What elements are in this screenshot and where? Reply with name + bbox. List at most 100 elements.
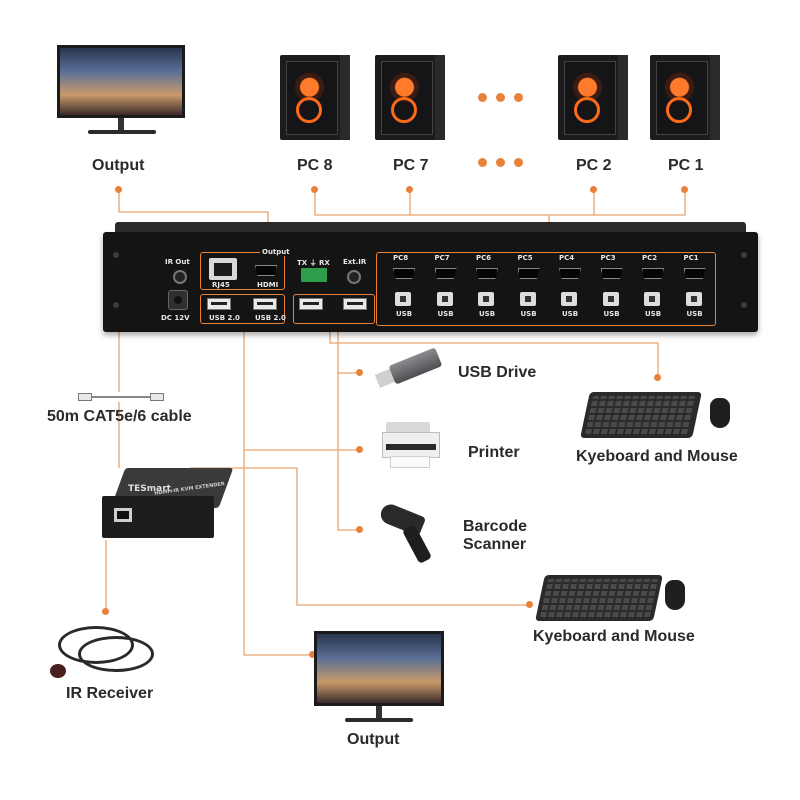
usb20-label-1: USB 2.0 [209, 314, 240, 322]
pc-usb-b-port [519, 292, 536, 306]
pc-hdmi-port [683, 268, 706, 279]
ext-ir-jack [347, 270, 361, 284]
ir-receiver-cable [48, 620, 158, 680]
wire-dot [115, 186, 122, 193]
pc-usb-label: USB [645, 310, 662, 318]
pc-port-label: PC8 [393, 254, 409, 262]
pc-usb-b-port [644, 292, 660, 306]
ext-ir-label: Ext.IR [343, 258, 367, 266]
keyboard-mouse-label-2: Kyeboard and Mouse [533, 628, 695, 645]
ellipsis-dot [478, 93, 487, 102]
txrx-label: TX ⏚ RX [297, 259, 330, 267]
dc-label: DC 12V [161, 314, 190, 322]
pc-hdmi-port [393, 268, 415, 279]
hdmi-output-port [255, 265, 277, 276]
wire-dot [311, 186, 318, 193]
kvm-switch-rear-panel: IR Out DC 12V Output RJ45 HDMI USB 2.0 U… [103, 232, 758, 332]
output-port-label: Output [260, 248, 292, 256]
pc-1-tower [650, 55, 720, 140]
pc-port-label: PC2 [642, 254, 658, 262]
pc-usb-label: USB [603, 310, 620, 318]
screw [741, 252, 747, 258]
pc1-label: PC 1 [668, 157, 704, 174]
hdmi-label: HDMI [257, 281, 279, 289]
pc-2-tower [558, 55, 628, 140]
pc2-label: PC 2 [576, 157, 612, 174]
usb-hid-port-2 [343, 298, 367, 310]
wire-pc-bus [314, 190, 686, 216]
printer-label: Printer [468, 444, 520, 461]
ir-out-label: IR Out [165, 258, 190, 266]
printer-icon [382, 422, 440, 470]
ellipsis-dot [496, 93, 505, 102]
pc-usb-b-port [478, 292, 494, 306]
barcode-scanner-icon [377, 501, 440, 565]
usb20-port-group [200, 294, 285, 324]
pc-hdmi-port [434, 268, 457, 279]
rs232-terminal [301, 268, 327, 282]
pc-7-tower [375, 55, 445, 140]
pc-port-label: PC6 [476, 254, 492, 262]
mouse-icon-1 [710, 398, 730, 428]
ellipsis-dot [514, 158, 523, 167]
wire-dot [590, 186, 597, 193]
ellipsis-dot [478, 158, 487, 167]
usb20-label-2: USB 2.0 [255, 314, 286, 322]
pc-port-label: PC3 [600, 254, 616, 262]
pc-port-group [376, 252, 716, 326]
rj45-label: RJ45 [212, 281, 230, 289]
screw [113, 302, 119, 308]
pc-usb-b-port [395, 292, 411, 306]
wire-dot [681, 186, 688, 193]
pc-usb-label: USB [562, 310, 579, 318]
pc-port-label: PC4 [559, 254, 575, 262]
pc-usb-b-port [561, 292, 577, 306]
kvm-extender-receiver: TESmart HDMI+IR KVM EXTENDER [98, 468, 234, 548]
pc-usb-b-port [602, 292, 619, 306]
pc-port-label: PC5 [517, 254, 533, 262]
ir-receiver-label: IR Receiver [66, 685, 154, 702]
pc-port-label: PC7 [434, 254, 450, 262]
pc8-label: PC 8 [297, 157, 333, 174]
ellipsis-dot [514, 93, 523, 102]
wire-dot [356, 446, 363, 453]
wire-dot [356, 526, 363, 533]
screw [113, 252, 119, 258]
extender-brand: TESmart [128, 484, 171, 494]
wire-dot [526, 601, 533, 608]
wire-dot [356, 369, 363, 376]
pc-hdmi-port [517, 268, 540, 279]
wire-dot [309, 651, 316, 658]
pc-hdmi-port [559, 268, 581, 279]
pc-usb-label: USB [686, 310, 703, 318]
cable-label: 50m CAT5e/6 cable [47, 408, 192, 425]
pc-hdmi-port [642, 268, 664, 279]
pc-8-tower [280, 55, 350, 140]
pc-usb-label: USB [479, 310, 496, 318]
mouse-icon-2 [665, 580, 685, 610]
usb-drive-label: USB Drive [458, 364, 537, 381]
wire-dot [102, 608, 109, 615]
ir-out-jack [173, 270, 187, 284]
barcode-label-1: Barcode [463, 518, 528, 535]
dc-power-jack [168, 290, 188, 310]
usb-hid-port-1 [299, 298, 323, 310]
rj45-port [209, 258, 237, 280]
pc-port-label: PC1 [683, 254, 699, 262]
pc-hdmi-port [476, 268, 498, 279]
output-top-label: Output [92, 157, 145, 174]
wire-dot [654, 374, 661, 381]
pc-usb-label: USB [520, 310, 537, 318]
output-port-group [200, 252, 285, 290]
usb20-port-1 [207, 298, 231, 310]
wire-dot [406, 186, 413, 193]
barcode-label-2: Scanner [463, 536, 527, 553]
